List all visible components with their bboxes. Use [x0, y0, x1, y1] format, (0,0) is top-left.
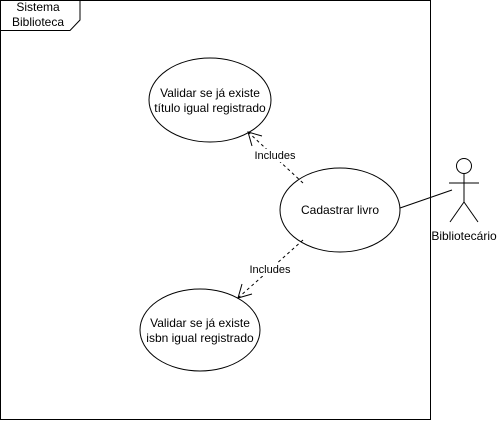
include-label-bottom-bg [248, 263, 292, 276]
use-case-validate-title[interactable] [148, 57, 272, 143]
actor-head-icon [456, 158, 472, 174]
actor-left-leg-icon [449, 201, 465, 223]
include-label-top-bg [253, 149, 297, 162]
system-boundary-tab [0, 0, 81, 31]
use-case-validate-isbn-line1: Validar se já existe [150, 316, 250, 330]
use-case-validate-isbn[interactable] [139, 288, 261, 372]
actor-name: Bibliotecário [431, 229, 497, 243]
include-label-bottom: Includes [250, 264, 291, 276]
use-case-validate-title-line1: Validar se já existe [160, 86, 260, 100]
actor-bibliotecario[interactable] [449, 158, 479, 223]
association-line [399, 189, 453, 209]
use-case-register-book[interactable] [279, 167, 401, 253]
include-arrow-title-head [247, 131, 263, 147]
use-case-validate-title-line2: título igual registrado [154, 101, 266, 115]
actor-right-leg-icon [463, 201, 479, 223]
use-case-validate-isbn-line2: isbn igual registrado [146, 331, 254, 345]
include-label-top: Includes [255, 150, 296, 162]
use-case-register-book-label: Cadastrar livro [301, 203, 379, 217]
system-title-line2: Biblioteca [12, 15, 64, 29]
system-title-line1: Sistema [16, 0, 60, 14]
include-arrow-isbn-head [237, 283, 253, 299]
system-boundary [0, 0, 431, 420]
